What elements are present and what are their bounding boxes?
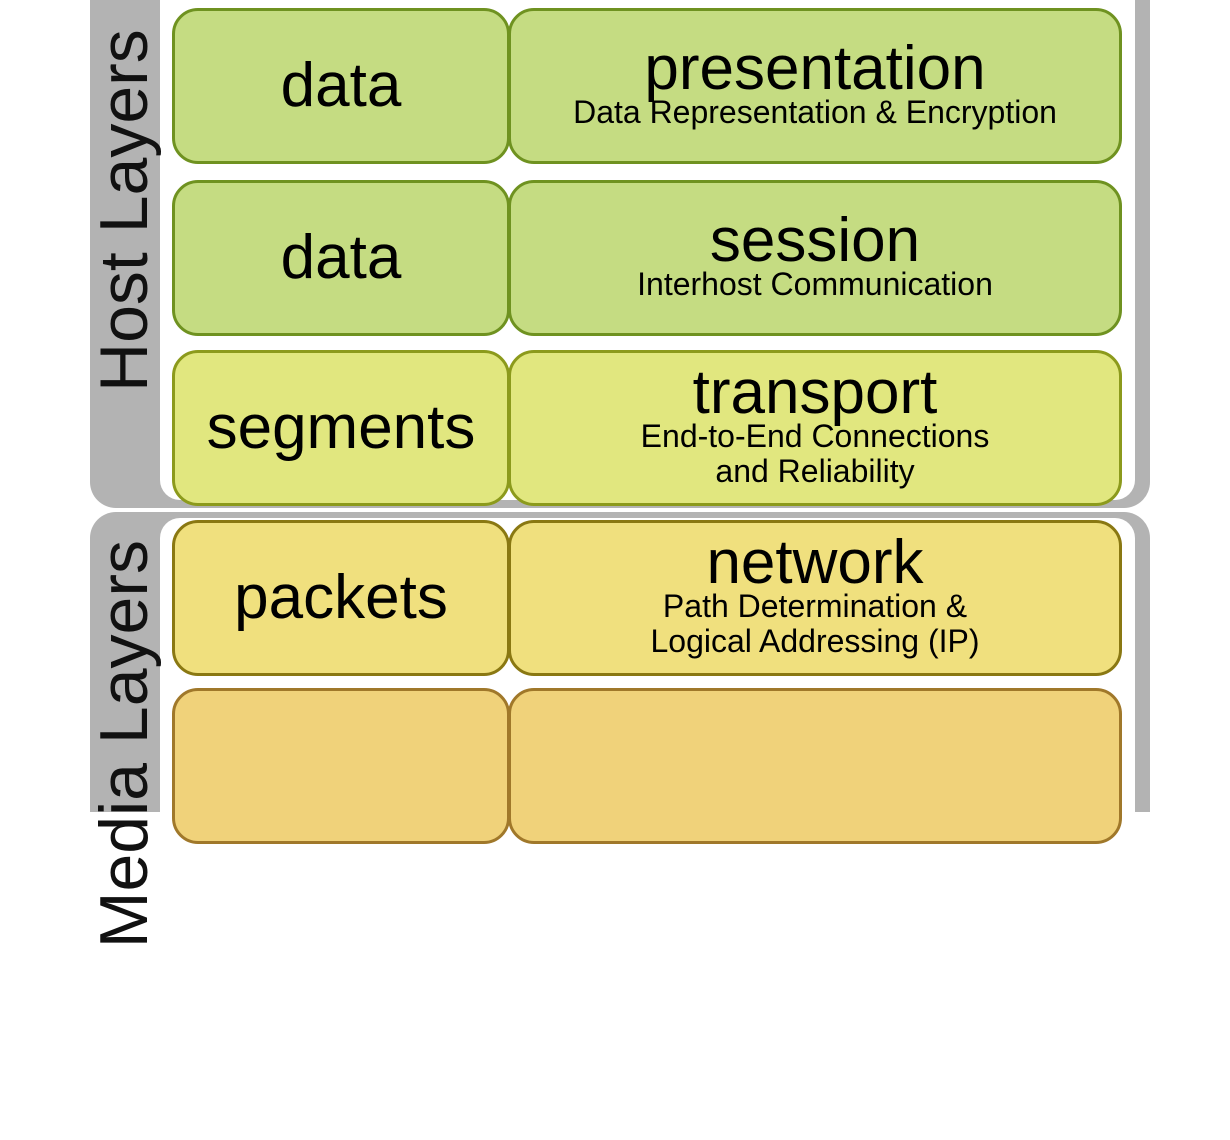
layer-description: Interhost Communication: [637, 265, 993, 302]
layer-name: network: [706, 528, 924, 597]
layer-unit: packets: [234, 563, 448, 632]
layer-description: Path Determination &: [662, 588, 968, 624]
layer-name: session: [709, 205, 921, 275]
layer-name: transport: [692, 358, 938, 427]
layer-unit-box: data: [172, 180, 510, 336]
layer-description: and Reliability: [715, 453, 915, 489]
layer-unit-box: data: [172, 8, 510, 164]
layer-unit: data: [280, 51, 402, 120]
layer-name: presentation: [644, 33, 986, 103]
layer-unit: segments: [206, 393, 476, 462]
layer-description: Data Representation & Encryption: [573, 93, 1057, 130]
layer-unit-box: packets: [172, 520, 510, 676]
layer-unit-box: [172, 688, 510, 844]
host-layers-label: Host Layers: [86, 29, 162, 392]
layer-description: Logical Addressing (IP): [650, 623, 980, 659]
layer-description: End-to-End Connections: [640, 418, 990, 454]
media-layers-label: Media Layers: [86, 540, 162, 949]
layer-name-box: [508, 688, 1122, 844]
layer-unit: data: [280, 223, 402, 292]
layer-unit-box: segments: [172, 350, 510, 506]
